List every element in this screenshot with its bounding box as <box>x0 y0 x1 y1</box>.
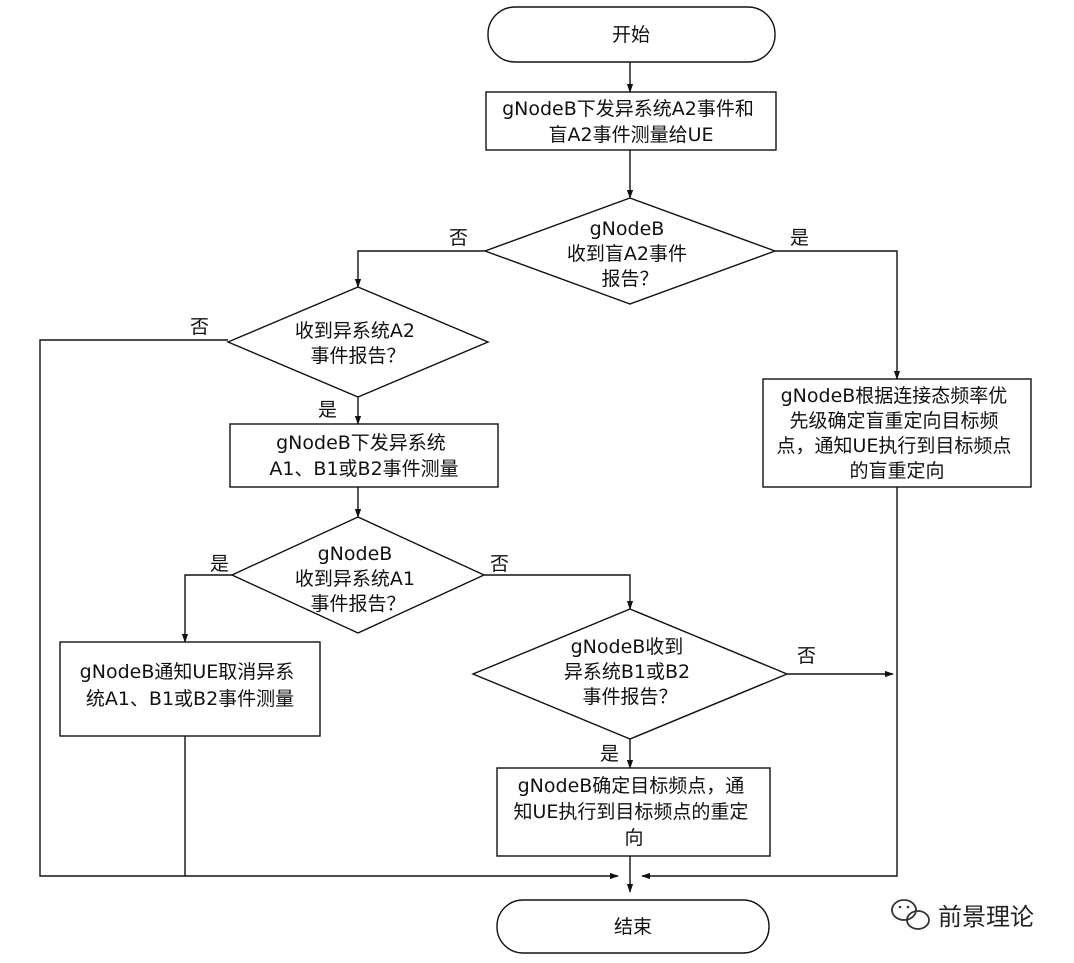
label-yes-a1: 是 <box>210 553 229 575</box>
label-no-b1b2: 否 <box>797 645 816 667</box>
decision-recv-a2-text: 收到异系统A2 事件报告？ <box>295 320 421 367</box>
edge-recv-a1-yes <box>181 574 232 643</box>
decision-recv-a2-line-2: 事件报告？ <box>310 345 405 367</box>
start-terminator: 开始 <box>487 6 776 63</box>
process-blind-redirect-line-1: gNodeB根据连接态频率优 <box>781 385 1008 407</box>
process-redirect-line-1: gNodeB确定目标频点，通 <box>518 775 745 797</box>
process-redirect-text: gNodeB确定目标频点，通 知UE执行到目标频点的重定 向 <box>514 775 755 849</box>
process-blind-redirect-text: gNodeB根据连接态频率优 先级确定盲重定向目标频 点，通知UE执行到目标频点… <box>777 385 1018 482</box>
decision-recv-a1-text: gNodeB 收到异系统A1 事件报告？ <box>295 543 421 615</box>
decision-recv-b1b2-line-3: 事件报告？ <box>582 686 677 708</box>
decision-recv-a1-line-1: gNodeB <box>318 543 393 565</box>
wechat-icon <box>891 899 930 930</box>
process-redirect-line-2: 知UE执行到目标频点的重定 <box>514 801 749 823</box>
process-blind-redirect-line-3: 点，通知UE执行到目标频点 <box>777 435 1012 457</box>
end-terminator: 结束 <box>496 899 770 954</box>
process-cancel: gNodeB通知UE取消异系 统A1、B1或B2事件测量 <box>59 641 321 737</box>
process-blind-redirect: gNodeB根据连接态频率优 先级确定盲重定向目标频 点，通知UE执行到目标频点… <box>762 378 1032 488</box>
process-send-a1b1b2-line-1: gNodeB下发异系统 <box>276 432 446 454</box>
watermark-text: 前景理论 <box>938 903 1034 931</box>
start-label: 开始 <box>612 24 650 46</box>
label-yes-b1b2: 是 <box>600 743 619 765</box>
process-send-a2-line-1: gNodeB下发异系统A2事件和 <box>502 98 754 120</box>
label-no-a2: 否 <box>190 316 209 338</box>
decision-recv-b1b2-line-2: 异系统B1或B2 <box>564 661 690 683</box>
process-send-a1b1b2-line-2: A1、B1或B2事件测量 <box>269 458 458 480</box>
process-cancel-line-1: gNodeB通知UE取消异系 <box>80 661 295 683</box>
process-cancel-line-2: 统A1、B1或B2事件测量 <box>86 688 294 710</box>
decision-recv-a1-line-2: 收到异系统A1 <box>295 568 415 590</box>
decision-recv-blind-a2-line-1: gNodeB <box>590 218 665 240</box>
process-send-a1b1b2-text: gNodeB下发异系统 A1、B1或B2事件测量 <box>269 432 458 480</box>
label-no-blind-a2: 否 <box>449 227 468 249</box>
process-send-a2-line-2: 盲A2事件测量给UE <box>549 124 714 146</box>
process-redirect: gNodeB确定目标频点，通 知UE执行到目标频点的重定 向 <box>496 767 771 857</box>
process-send-a1b1b2: gNodeB下发异系统 A1、B1或B2事件测量 <box>229 423 499 488</box>
decision-recv-b1b2-text: gNodeB收到 异系统B1或B2 事件报告？ <box>564 636 696 708</box>
decision-recv-blind-a2-text: gNodeB 收到盲A2事件 报告？ <box>567 218 693 290</box>
decision-recv-a1-line-3: 事件报告？ <box>310 593 405 615</box>
decision-recv-blind-a2-line-2: 收到盲A2事件 <box>567 243 687 265</box>
process-redirect-line-3: 向 <box>624 827 643 849</box>
process-blind-redirect-line-2: 先级确定盲重定向目标频 <box>789 410 998 432</box>
process-send-a2: gNodeB下发异系统A2事件和 盲A2事件测量给UE <box>485 91 777 151</box>
label-no-a1: 否 <box>490 553 509 575</box>
decision-recv-b1b2: gNodeB收到 异系统B1或B2 事件报告？ <box>471 608 789 740</box>
decision-recv-b1b2-line-1: gNodeB收到 <box>571 636 684 658</box>
edge-recv-a1-no <box>484 574 634 610</box>
label-yes-a2: 是 <box>318 399 337 421</box>
edge-blind-redirect-to-end <box>641 487 898 880</box>
connectors <box>39 62 901 893</box>
edge-recv-a2-no <box>39 339 619 880</box>
edge-labels: 否 是 否 是 是 否 否 是 <box>190 227 816 765</box>
process-blind-redirect-line-4: 的盲重定向 <box>849 460 944 482</box>
process-send-a2-text: gNodeB下发异系统A2事件和 盲A2事件测量给UE <box>502 98 760 146</box>
decision-recv-a2-line-1: 收到异系统A2 <box>295 320 415 342</box>
edge-recv-blind-a2-no <box>354 250 485 288</box>
end-label: 结束 <box>614 916 652 938</box>
decision-recv-blind-a2-line-3: 报告？ <box>601 268 658 290</box>
decision-recv-a2: 收到异系统A2 事件报告？ <box>226 286 490 398</box>
decision-recv-a1: gNodeB 收到异系统A1 事件报告？ <box>230 516 486 634</box>
edge-recv-blind-a2-yes <box>775 250 901 380</box>
process-cancel-text: gNodeB通知UE取消异系 统A1、B1或B2事件测量 <box>80 661 301 710</box>
watermark: 前景理论 <box>891 899 1034 931</box>
decision-recv-blind-a2: gNodeB 收到盲A2事件 报告？ <box>482 197 778 305</box>
label-yes-blind-a2: 是 <box>790 227 809 249</box>
